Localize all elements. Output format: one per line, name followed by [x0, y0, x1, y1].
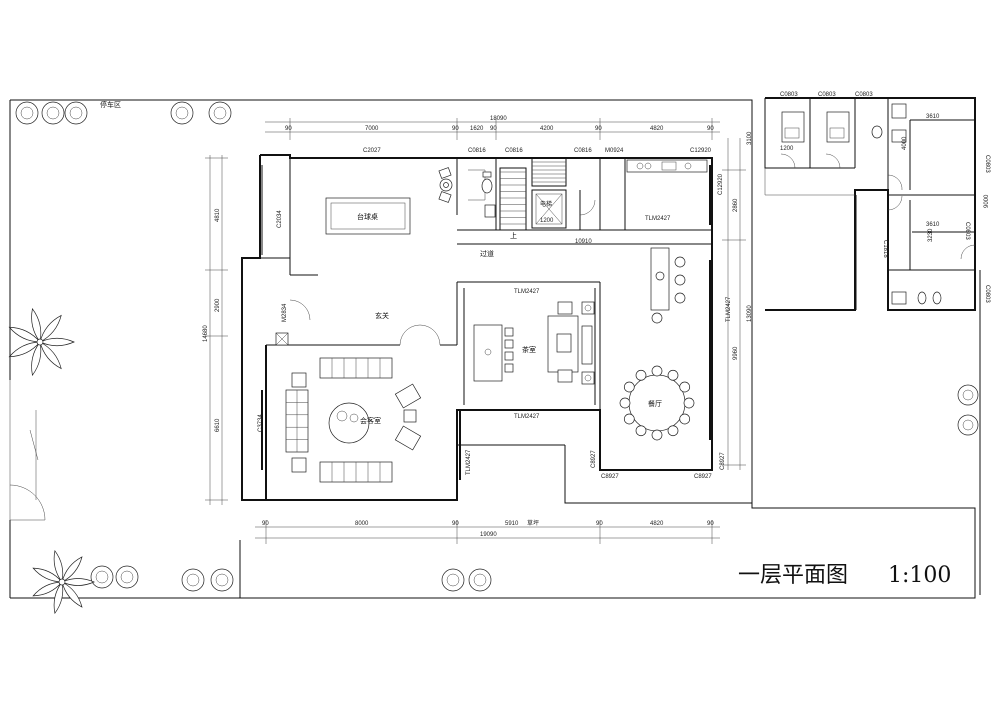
code-tlm2427: TLM2427	[726, 296, 732, 322]
code-c0803: C0803	[818, 92, 836, 98]
dim-right-top: 3100	[747, 131, 753, 145]
code-c0803: C0803	[964, 222, 970, 240]
tearoom-label: 茶室	[522, 345, 536, 354]
dim-right-seg-2: 9960	[733, 346, 739, 360]
dim-annex-w2: 3610	[926, 222, 940, 228]
code-tlm2427: TLM2427	[514, 414, 540, 420]
lawn-label: 草坪	[527, 519, 539, 527]
reception-room: 会客室	[285, 357, 422, 483]
code-c2027: C2027	[363, 148, 381, 154]
palm-tree-icon	[32, 549, 95, 615]
main-building	[241, 154, 752, 504]
dining-table: 餐厅	[619, 365, 695, 441]
code-c8927: C8927	[601, 474, 619, 480]
billiard-label: 台球桌	[357, 212, 378, 221]
dim-bottom-seg-1: 8000	[355, 521, 369, 527]
dim-corridor-width: 10910	[575, 239, 592, 245]
dim-tick: 90	[452, 521, 459, 527]
dim-bottom-total: 19090	[480, 532, 497, 538]
parking-label: 停车区	[100, 100, 121, 109]
dim-tick: 90	[452, 126, 459, 132]
dim-tick: 90	[595, 126, 602, 132]
dimension-left: 14680 4810 2900 6610	[203, 155, 228, 505]
code-c12920: C12920	[718, 173, 724, 195]
code-c0816: C0816	[468, 148, 486, 154]
dim-annex-small: 4000	[902, 136, 908, 150]
trees	[8, 101, 979, 615]
left-gate	[9, 380, 46, 521]
tree-icon	[15, 101, 979, 592]
corridor-label: 过道	[480, 249, 494, 258]
foyer-label: 玄关	[375, 311, 389, 320]
dim-left-seg-3: 6610	[215, 418, 221, 432]
washroom-fixtures	[438, 167, 496, 218]
dim-bottom-seg-3: 4820	[650, 521, 664, 527]
site-boundary	[9, 99, 981, 599]
dim-top-seg-1: 7000	[365, 126, 379, 132]
dim-tick: 90	[262, 521, 269, 527]
dimension-right: 3100 2860 13090 9960	[722, 131, 753, 470]
dim-annex-h: 3230	[928, 228, 934, 242]
code-c8927: C8927	[720, 452, 726, 470]
code-m-small: 1200	[780, 146, 794, 152]
dim-tick: 90	[285, 126, 292, 132]
code-m0924: M0924	[605, 148, 624, 154]
elevator-size: 1200	[540, 218, 554, 224]
dim-annex-w1: 3610	[926, 114, 940, 120]
dimension-top: 18090 7000 1620 4200 4820 90 90 90 90 90	[265, 116, 720, 140]
code-c0816: C0816	[574, 148, 592, 154]
dim-tick: 90	[707, 521, 714, 527]
drawing-title-name: 一层平面图	[738, 563, 848, 588]
dim-left-seg-2: 2900	[215, 298, 221, 312]
up-label: 上	[510, 231, 517, 240]
code-c2034: C2034	[277, 210, 283, 228]
dim-left-seg-1: 4810	[215, 208, 221, 222]
dim-top-seg-2: 1620	[470, 126, 484, 132]
palm-tree-icon	[8, 308, 75, 376]
dim-top-seg-4: 4820	[650, 126, 664, 132]
code-c1818: C1818	[882, 240, 888, 258]
billiard-table: 台球桌	[325, 197, 411, 235]
code-c0803: C0803	[780, 92, 798, 98]
elevator-label: 电梯	[540, 200, 552, 208]
code-m2834: M2834	[282, 303, 288, 322]
drawing-title-scale: 1:100	[888, 563, 951, 588]
dim-right-seg-1: 2860	[733, 198, 739, 212]
dim-annex-right: 9000	[984, 194, 990, 208]
code-c0803: C0803	[855, 92, 873, 98]
drawing-title: 一层平面图 1:100	[738, 563, 951, 588]
dim-left-total: 14680	[203, 325, 209, 342]
stairs	[499, 157, 567, 231]
dim-tick: 90	[596, 521, 603, 527]
code-tlm2427: TLM2427	[514, 289, 540, 295]
dim-tick: 90	[490, 126, 497, 132]
dim-tick: 90	[707, 126, 714, 132]
dim-top-total: 18090	[490, 116, 507, 122]
code-c12920: C12920	[690, 148, 712, 154]
annex-building: C0803 C0803 C0803 C0803 C0803 C0803 C181…	[764, 92, 990, 311]
code-c8927: C8927	[591, 450, 597, 468]
kitchen	[626, 159, 708, 324]
dim-right-total: 13090	[747, 305, 753, 322]
dimension-bottom: 8000 5910 草坪 4820 19090 90 90 90 90	[255, 519, 720, 544]
dining-label: 餐厅	[648, 399, 662, 408]
dim-bottom-seg-2: 5910	[505, 521, 519, 527]
code-c3734: C3734	[258, 414, 264, 432]
code-c0803: C0803	[984, 285, 990, 303]
reception-label: 会客室	[360, 416, 381, 425]
code-c0816: C0816	[505, 148, 523, 154]
code-c0803: C0803	[984, 155, 990, 173]
tea-room: 茶室	[473, 301, 595, 385]
opening-codes: C2027 C0816 C0816 C0816 M0924 C12920 C12…	[258, 148, 732, 480]
dim-top-seg-3: 4200	[540, 126, 554, 132]
code-tlm2427: TLM2427	[466, 449, 472, 475]
code-tlm2427: TLM2427	[645, 216, 671, 222]
elevator: 电梯 1200	[531, 189, 567, 229]
code-c8927: C8927	[694, 474, 712, 480]
